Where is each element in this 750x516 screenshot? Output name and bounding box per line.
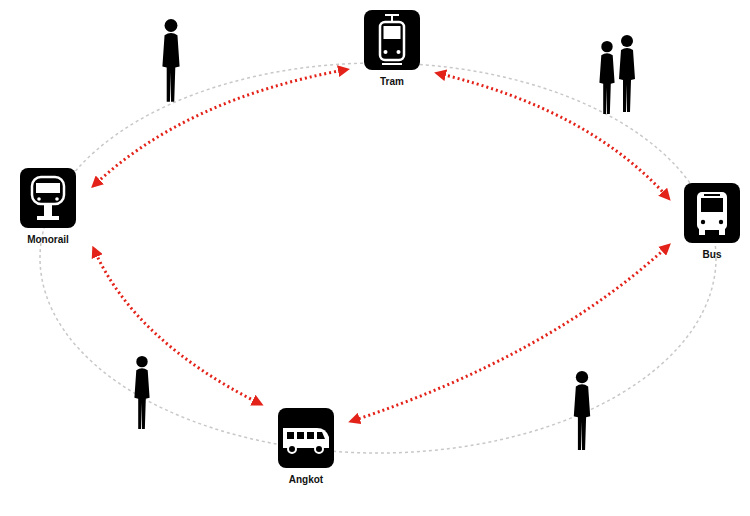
- dotted-arrow: [438, 73, 668, 197]
- pedestrian-silhouette: [574, 371, 590, 450]
- transport-node: Monorail: [8, 168, 88, 245]
- pedestrian-silhouette: [134, 356, 149, 429]
- dotted-arrow: [94, 70, 346, 186]
- transport-node: Tram: [352, 10, 432, 87]
- transport-icon: [684, 183, 740, 243]
- pedestrian-silhouette: [619, 35, 635, 112]
- pedestrian-silhouette: [162, 19, 179, 102]
- transport-node: Bus: [674, 183, 750, 260]
- pedestrian-silhouette: [599, 41, 614, 114]
- transport-icon: [364, 10, 420, 70]
- node-label: Bus: [674, 249, 750, 260]
- node-label: Angkot: [266, 474, 346, 485]
- node-label: Monorail: [8, 234, 88, 245]
- node-label: Tram: [352, 76, 432, 87]
- dotted-arrow: [352, 246, 668, 421]
- dotted-arrow: [94, 249, 260, 403]
- transport-node: Angkot: [266, 408, 346, 485]
- transport-icon: [278, 408, 334, 468]
- transport-icon: [20, 168, 76, 228]
- cycle-ellipse: [40, 63, 716, 453]
